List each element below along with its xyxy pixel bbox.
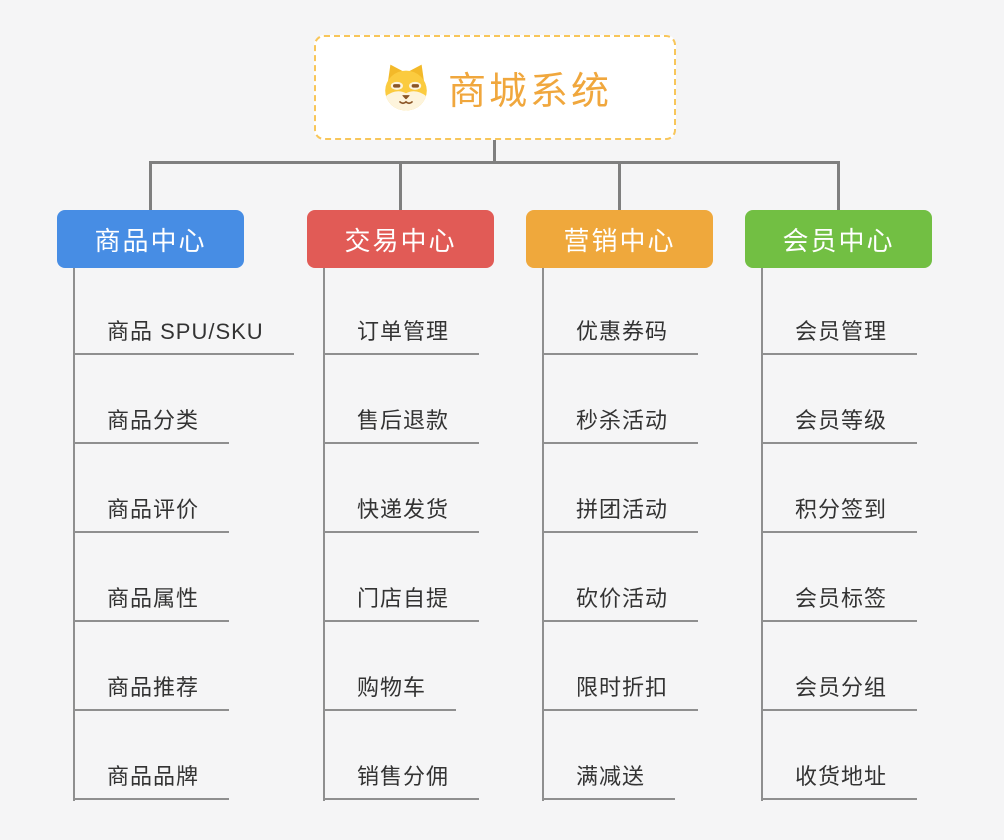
subtopic-node[interactable]: 售后退款 (323, 406, 480, 444)
root-connector-line (493, 140, 496, 162)
subtopic-node[interactable]: 会员标签 (761, 584, 918, 622)
root-topic-node[interactable]: 商城系统 (314, 35, 676, 140)
subtopic-node[interactable]: 秒杀活动 (542, 406, 699, 444)
subtopic-node[interactable]: 订单管理 (323, 317, 480, 355)
subtopic-node[interactable]: 会员分组 (761, 673, 918, 711)
branch-node-member-center[interactable]: 会员中心 (745, 210, 932, 268)
subtopic-node[interactable]: 商品品牌 (73, 762, 230, 800)
subtopic-node[interactable]: 商品属性 (73, 584, 230, 622)
branch-spine-line (761, 268, 763, 801)
subtopic-node[interactable]: 会员等级 (761, 406, 918, 444)
shiba-dog-face-icon (385, 64, 427, 111)
branch-bus-line (149, 161, 840, 164)
subtopic-node[interactable]: 收货地址 (761, 762, 918, 800)
branch-spine-line (73, 268, 75, 801)
subtopic-node[interactable]: 商品分类 (73, 406, 230, 444)
branch-label: 会员中心 (782, 225, 895, 256)
subtopic-node[interactable]: 满减送 (542, 762, 676, 800)
subtopic-node[interactable]: 砍价活动 (542, 584, 699, 622)
branch-drop-line (399, 161, 402, 210)
subtopic-node[interactable]: 购物车 (323, 673, 457, 711)
subtopic-node[interactable]: 商品推荐 (73, 673, 230, 711)
branch-label: 营销中心 (563, 225, 676, 256)
root-topic-title: 商城系统 (447, 71, 612, 113)
subtopic-node[interactable]: 销售分佣 (323, 762, 480, 800)
branch-spine-line (323, 268, 325, 801)
branch-spine-line (542, 268, 544, 801)
subtopic-node[interactable]: 限时折扣 (542, 673, 699, 711)
subtopic-node[interactable]: 商品评价 (73, 495, 230, 533)
branch-label: 交易中心 (344, 225, 457, 256)
subtopic-node[interactable]: 拼团活动 (542, 495, 699, 533)
branch-node-marketing-center[interactable]: 营销中心 (526, 210, 713, 268)
subtopic-node[interactable]: 会员管理 (761, 317, 918, 355)
subtopic-node[interactable]: 商品 SPU/SKU (73, 317, 294, 355)
branch-label: 商品中心 (94, 225, 207, 256)
branch-drop-line (149, 161, 152, 210)
subtopic-node[interactable]: 优惠券码 (542, 317, 699, 355)
branch-drop-line (618, 161, 621, 210)
subtopic-node[interactable]: 积分签到 (761, 495, 918, 533)
branch-drop-line (837, 161, 840, 210)
subtopic-node[interactable]: 快递发货 (323, 495, 480, 533)
branch-node-trade-center[interactable]: 交易中心 (307, 210, 494, 268)
subtopic-node[interactable]: 门店自提 (323, 584, 480, 622)
branch-node-product-center[interactable]: 商品中心 (57, 210, 244, 268)
